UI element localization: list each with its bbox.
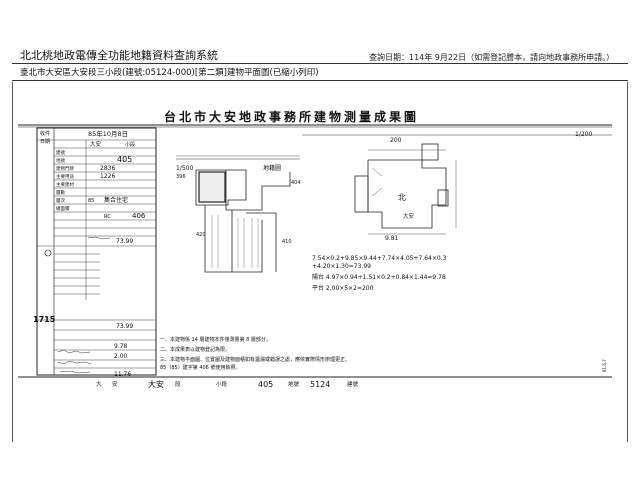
footer-lot-label: 地號: [288, 380, 300, 388]
form-row-lines: [37, 139, 156, 369]
frame-left: [12, 82, 13, 442]
frame-right: [627, 82, 628, 442]
scale-left: 1/500: [176, 165, 193, 172]
calc-line-4: 平台 2.00×5×2=200: [312, 284, 374, 292]
row-label-2: 地號: [56, 157, 65, 164]
row-label-8: 總面積: [56, 205, 70, 212]
row-label-1: 建號: [56, 149, 65, 156]
row-value-4: 1226: [100, 173, 115, 180]
footer-lot: 405: [258, 380, 273, 389]
mini-fig-1: 9.78: [114, 343, 128, 350]
floor-note: 大安: [403, 212, 415, 220]
handwriting-marks: [57, 236, 111, 374]
row-label-3: 建物門牌: [56, 165, 74, 172]
system-title: 北北桃地政電傳全功能地籍資料查詢系統: [20, 49, 218, 62]
note-1: 一、本建物係 14 層建物本件僅測量第 8 層部分。: [160, 336, 271, 343]
dim-981: 9.81: [385, 235, 399, 242]
footer-building-label: 建號: [347, 380, 359, 388]
form-table: [36, 127, 157, 376]
dimension-lines: [368, 149, 457, 235]
dim-200: 200: [390, 137, 402, 144]
note-2: 二、本成果表以建物登記為限。: [160, 346, 230, 353]
row-value-5: 85: [88, 198, 94, 204]
location-parcels: [195, 169, 291, 273]
dim-420: 420: [196, 232, 206, 238]
floor-label: 北: [398, 193, 406, 202]
note-4: 85（85）建字第 406 號使用執照。: [160, 364, 240, 371]
footer-da: 大: [96, 380, 102, 388]
receive-date: 85年10月8日: [88, 129, 128, 138]
footer-subsection: 小段: [216, 380, 228, 388]
mini-fig-3: 11.76: [114, 371, 131, 378]
side-label-date: 日期: [40, 139, 50, 145]
mini-fig-2: 2.00: [114, 353, 128, 360]
row-value-8: 406: [132, 212, 146, 220]
district-name: 大安: [90, 140, 102, 148]
side-label-receive: 收件: [40, 130, 50, 137]
hatch-lines: [211, 215, 259, 268]
map-label: 地籍圖: [263, 164, 281, 172]
floor-plan-outline: [354, 143, 449, 229]
header-divider: [12, 63, 628, 64]
side-tiny-text: 81.6.7: [602, 359, 607, 372]
calc-line-2: +4.20×1.30=73.99: [312, 263, 371, 270]
row-label-5: 主要建材: [56, 181, 74, 188]
note-3: 三、本建物平面圖、位置圖及建物面積如有遺漏或錯誤之處，應依實際情形辦理更正。: [160, 356, 350, 363]
calc-line-1: 7.54×0.2+9.85×9.44+7.74×4.05+7.64×0.3: [312, 255, 447, 262]
document-subtitle: 臺北市大安區大安段三小段(建號:05124-000)[第二類]建物平面圖(已縮小…: [20, 68, 319, 78]
row-value-6: 集合住宅: [104, 196, 128, 204]
footer-section: 段: [175, 380, 181, 388]
area-total-2: 73.99: [116, 323, 133, 330]
lot-number: 405: [117, 155, 132, 164]
dim-404: 404: [291, 180, 301, 186]
footer-district: 大安: [148, 379, 164, 389]
target-building: [198, 171, 226, 203]
dim-396: 396: [176, 174, 186, 180]
row-label-7: 層次: [56, 197, 65, 204]
row-label-6: 層數: [56, 189, 65, 196]
area-total: 73.99: [116, 238, 133, 245]
footer-building-no: 5124: [310, 380, 330, 389]
calc-line-3: 陽台 4.97×0.94+1.51×0.2+0.84×1.44=9.78: [312, 273, 446, 281]
row-label-4: 主要用途: [56, 173, 74, 180]
plan-title: 台北市大安地政事務所建物測量成果圖: [164, 109, 419, 124]
footer-an: 安: [112, 380, 118, 388]
row-value-3: 2836: [100, 165, 115, 172]
seal-mark: [44, 249, 52, 257]
row-value-7: RC: [104, 214, 111, 220]
subsection-label: 小段: [125, 141, 135, 148]
scale-right: 1/200: [575, 131, 592, 138]
side-number: 1715: [33, 315, 56, 324]
frame-top: [12, 80, 628, 81]
dim-410: 410: [282, 239, 292, 245]
query-date: 查詢日期：114年 9月22日（如需登記謄本，請向地政事務所申請。）: [369, 53, 615, 62]
